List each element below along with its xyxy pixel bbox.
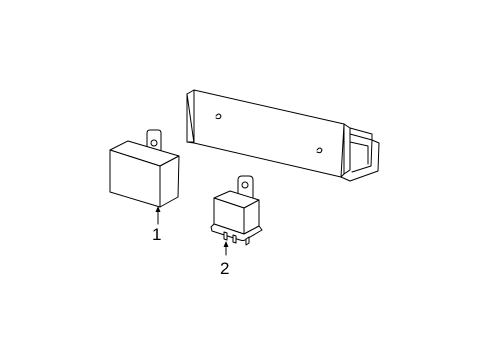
callout-1-arrowhead bbox=[155, 206, 161, 212]
callout-2-label: 2 bbox=[220, 259, 229, 278]
relay-module-1 bbox=[109, 129, 180, 208]
mounting-bracket bbox=[186, 89, 380, 182]
callout-1: 1 bbox=[152, 206, 161, 244]
callout-2-arrowhead bbox=[223, 241, 229, 247]
relay-module-2 bbox=[210, 175, 263, 246]
callout-2: 2 bbox=[220, 241, 229, 278]
callout-1-label: 1 bbox=[152, 225, 161, 244]
